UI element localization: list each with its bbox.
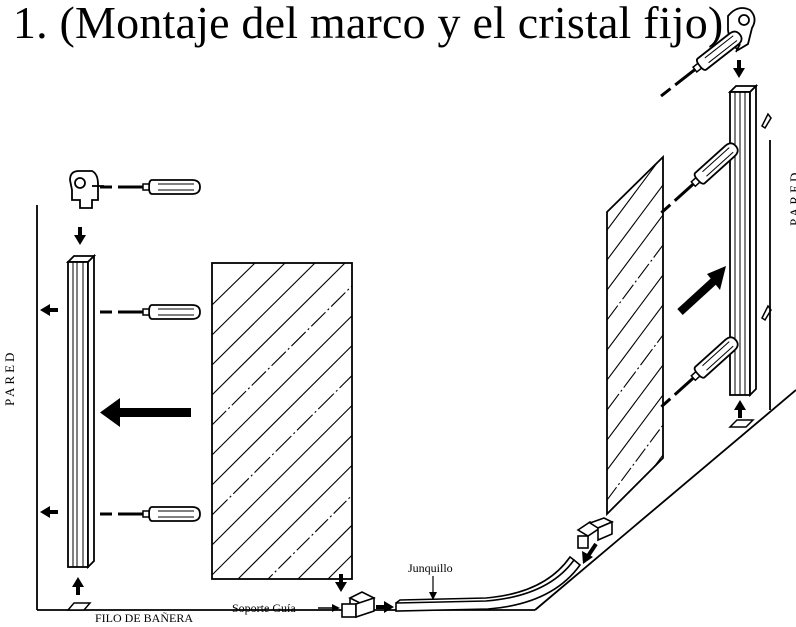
- screwdriver-icon: [98, 505, 202, 523]
- bead-label-arrow: [429, 576, 437, 600]
- left-wall-profile: [65, 253, 97, 570]
- diagram-title: o 1. (Montaje del marco y el cristal fij…: [0, 0, 724, 48]
- screwdriver-icon: [98, 303, 202, 321]
- corner-connector-part: [576, 517, 614, 549]
- guide-support-part: [341, 591, 376, 619]
- screwdriver-icon: [655, 139, 742, 220]
- wall-right-label: PARED: [787, 170, 796, 226]
- fixed-glass-panel-right: [606, 154, 664, 517]
- left-top-bracket: [69, 170, 104, 209]
- arrow-down-left-icon: [582, 542, 598, 564]
- guide-support-arrow: [318, 604, 340, 612]
- bead-strip: [395, 555, 582, 612]
- arrow-down-icon: [733, 60, 745, 78]
- screwdriver-icon: [98, 178, 202, 196]
- right-floor-plate: [728, 419, 755, 428]
- guide-support-label: Soporte Guía: [232, 601, 296, 615]
- fixed-glass-panel-left: [211, 262, 353, 580]
- arrow-left-icon: [40, 506, 58, 518]
- left-floor-plate: [66, 602, 92, 611]
- bead-label: Junquillo: [408, 561, 453, 575]
- arrow-left-large-icon: [100, 398, 191, 427]
- arrow-down-icon: [74, 227, 86, 245]
- wall-left-label: PARED: [2, 350, 17, 406]
- wall-outline: [36, 140, 796, 611]
- bath-edge-label: FILO DE BAÑERA: [95, 611, 193, 625]
- arrow-up-icon: [72, 577, 84, 595]
- arrow-up-icon: [734, 400, 746, 418]
- screw-icon: [761, 112, 772, 322]
- arrow-up-right-large-icon: [677, 266, 726, 315]
- right-wall-profile: [727, 83, 759, 398]
- screwdriver-icon: [655, 333, 742, 414]
- arrow-right-icon: [376, 601, 394, 613]
- arrow-left-icon: [40, 304, 58, 316]
